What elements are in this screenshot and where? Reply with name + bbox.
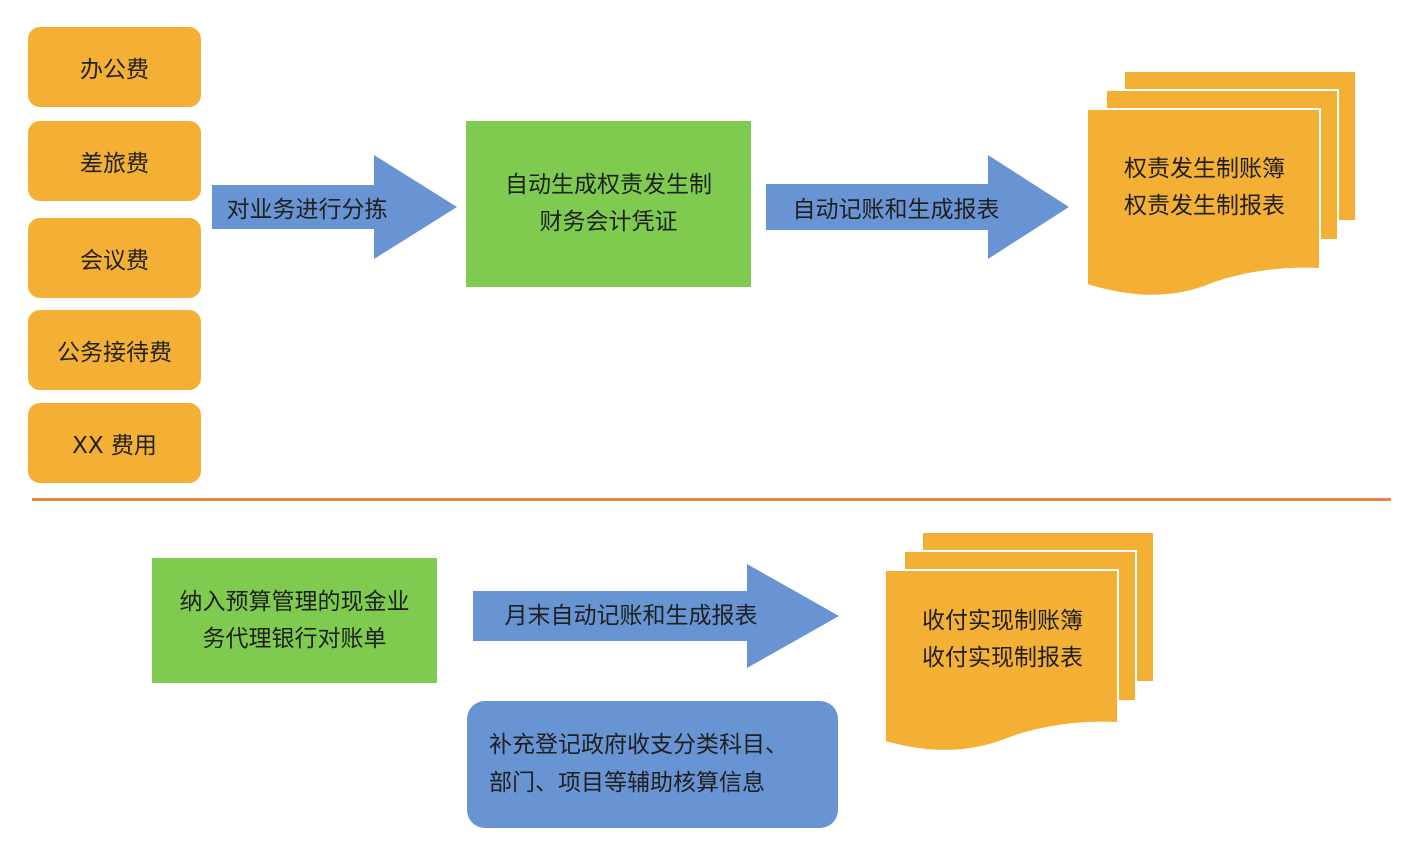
- posting-arrow-label: 自动记账和生成报表: [792, 197, 1000, 223]
- supplement-line-1: 补充登记政府收支分类科目、: [489, 731, 788, 758]
- category-label: XX 费用: [72, 433, 157, 459]
- supplement-line-2: 部门、项目等辅助核算信息: [489, 769, 765, 796]
- sort-arrow-label: 对业务进行分拣: [226, 197, 388, 223]
- month-end-arrow-label: 月末自动记账和生成报表: [504, 603, 758, 629]
- category-label: 会议费: [80, 248, 149, 274]
- supplement-info-box: 补充登记政府收支分类科目、 部门、项目等辅助核算信息: [467, 701, 838, 828]
- accrual-output-line-2: 权责发生制报表: [1124, 193, 1285, 219]
- category-label: 公务接待费: [57, 340, 172, 366]
- section-divider: [32, 498, 1391, 501]
- bank-statement-line-1: 纳入预算管理的现金业: [179, 588, 410, 615]
- category-box-other: XX 费用: [28, 403, 201, 483]
- cash-document-stack-icon: [884, 531, 1155, 752]
- bank-statement-box: 纳入预算管理的现金业 务代理银行对账单: [152, 558, 437, 683]
- category-label: 差旅费: [80, 151, 149, 177]
- category-box-office: 办公费: [28, 27, 201, 107]
- bank-statement-line-2: 务代理银行对账单: [202, 625, 387, 652]
- category-box-reception: 公务接待费: [28, 310, 201, 390]
- cash-output-line-1: 收付实现制账簿: [922, 608, 1083, 635]
- category-box-meeting: 会议费: [28, 218, 201, 298]
- cash-output-text: 收付实现制账簿 收付实现制报表: [886, 600, 1119, 680]
- category-label: 办公费: [80, 57, 149, 83]
- accrual-document-stack-icon: [1086, 70, 1357, 297]
- accrual-output-line-1: 权责发生制账簿: [1124, 156, 1285, 183]
- posting-arrow: [766, 155, 1069, 259]
- voucher-line-2: 财务会计凭证: [539, 209, 678, 235]
- accrual-output-text: 权责发生制账簿 权责发生制报表: [1088, 148, 1321, 228]
- voucher-box: 自动生成权责发生制 财务会计凭证: [466, 121, 751, 287]
- month-end-arrow: [473, 564, 839, 668]
- category-box-travel: 差旅费: [28, 121, 201, 201]
- cash-output-line-2: 收付实现制报表: [922, 645, 1083, 671]
- sort-arrow: [212, 155, 457, 259]
- voucher-line-1: 自动生成权责发生制: [505, 172, 712, 199]
